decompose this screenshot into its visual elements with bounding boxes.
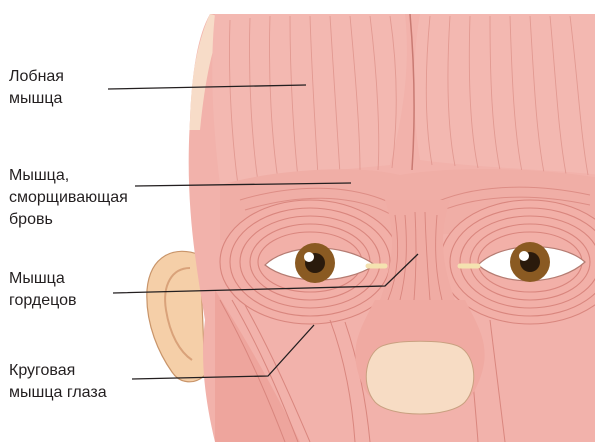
label-orbicularis-line2: мышца глаза [9,382,107,404]
label-corrugator: Мышца, сморщивающая бровь [9,165,128,231]
label-frontalis-line2: мышца [9,88,64,110]
label-corrugator-line2: сморщивающая [9,187,128,209]
frontalis-right [414,14,595,175]
label-frontalis: Лобная мышца [9,66,64,110]
label-frontalis-line1: Лобная [9,66,64,88]
label-orbicularis: Круговая мышца глаза [9,360,107,404]
label-procerus: Мышца гордецов [9,268,77,312]
label-procerus-line1: Мышца [9,268,77,290]
label-corrugator-line1: Мышца, [9,165,128,187]
label-orbicularis-line1: Круговая [9,360,107,382]
nose-cartilage [366,341,473,414]
ear [147,251,205,381]
label-procerus-line2: гордецов [9,290,77,312]
label-corrugator-line3: бровь [9,209,128,231]
